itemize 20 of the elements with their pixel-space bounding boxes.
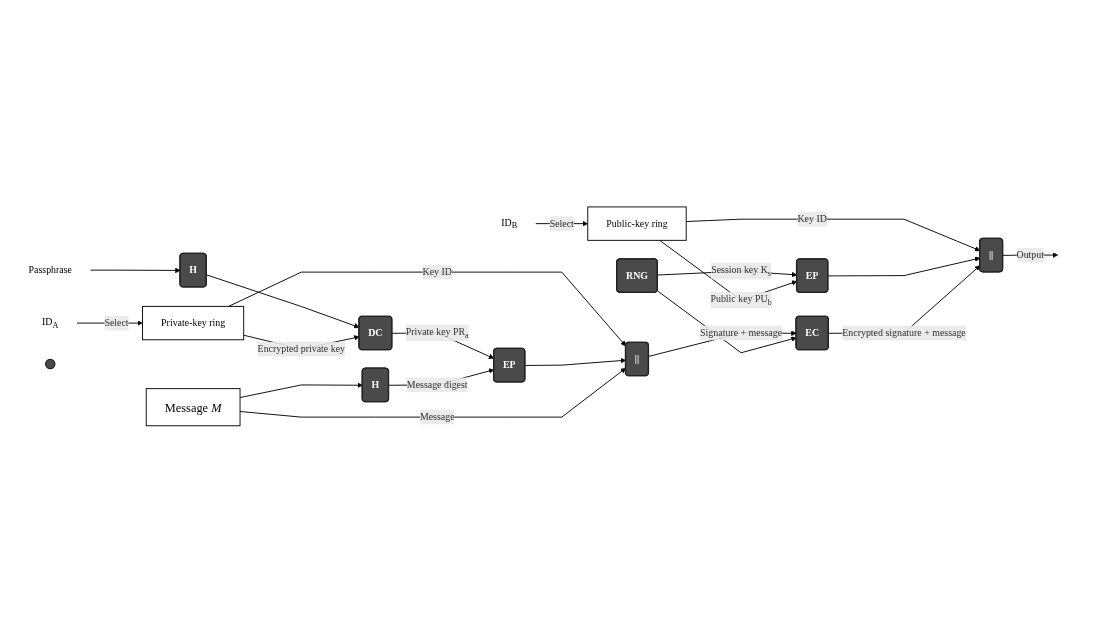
edge-label: Encrypted signature + message [842, 327, 966, 338]
edge-label: Public key PU$_{b}$ [710, 293, 772, 307]
node-box: Public-key ring [587, 206, 687, 241]
edge-label: Message digest [406, 379, 468, 390]
edge-label: Select [104, 317, 129, 328]
edge-label: Signature + message [700, 327, 783, 338]
node-box: Private-key ring [142, 305, 245, 340]
node-text: ID$_{A}$ [42, 316, 59, 330]
edge-label: Message [419, 411, 455, 422]
edge-label: Key ID [422, 266, 452, 277]
edge-label: Private key PR$_{a}$ [405, 326, 469, 340]
node-circle [45, 358, 56, 369]
edge-label: Select [549, 217, 574, 229]
edge-label: Key ID [797, 213, 827, 224]
edge-label: Encrypted private key [257, 343, 346, 354]
edge-label: Output [1016, 249, 1044, 260]
edge-label: Session key K$_{s}$ [711, 264, 772, 278]
node-box: Message M [145, 387, 241, 426]
node-text: Passphrase [28, 264, 72, 275]
node-text: ID$_{B}$ [501, 216, 518, 230]
